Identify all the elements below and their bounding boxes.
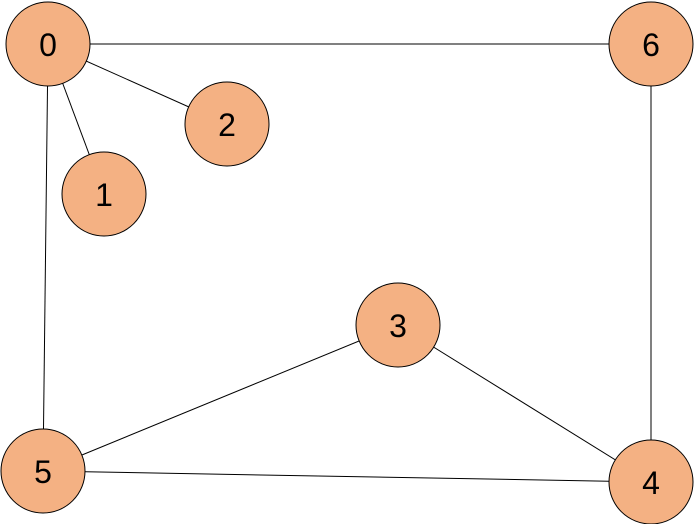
node-circle-5 bbox=[0, 428, 86, 514]
edges-layer bbox=[42, 43, 652, 483]
node-circle-2 bbox=[184, 81, 270, 167]
edge-3-4 bbox=[397, 324, 652, 483]
node-1: 1 bbox=[61, 151, 147, 237]
node-label-5: 5 bbox=[34, 454, 52, 490]
node-circle-0 bbox=[5, 1, 91, 87]
node-2: 2 bbox=[184, 81, 270, 167]
node-label-4: 4 bbox=[642, 465, 660, 501]
edge-5-4 bbox=[42, 470, 652, 483]
node-circle-1 bbox=[61, 151, 147, 237]
node-label-3: 3 bbox=[389, 308, 407, 344]
node-label-0: 0 bbox=[39, 27, 57, 63]
node-circle-3 bbox=[355, 282, 441, 368]
node-circle-6 bbox=[608, 1, 694, 87]
node-circle-4 bbox=[608, 439, 694, 524]
node-label-6: 6 bbox=[642, 27, 660, 63]
node-5: 5 bbox=[0, 428, 86, 514]
edge-0-5 bbox=[42, 43, 49, 472]
node-0: 0 bbox=[5, 1, 91, 87]
node-3: 3 bbox=[355, 282, 441, 368]
edge-5-3 bbox=[42, 324, 399, 472]
node-6: 6 bbox=[608, 1, 694, 87]
node-4: 4 bbox=[608, 439, 694, 524]
node-label-2: 2 bbox=[218, 107, 236, 143]
node-label-1: 1 bbox=[95, 177, 113, 213]
